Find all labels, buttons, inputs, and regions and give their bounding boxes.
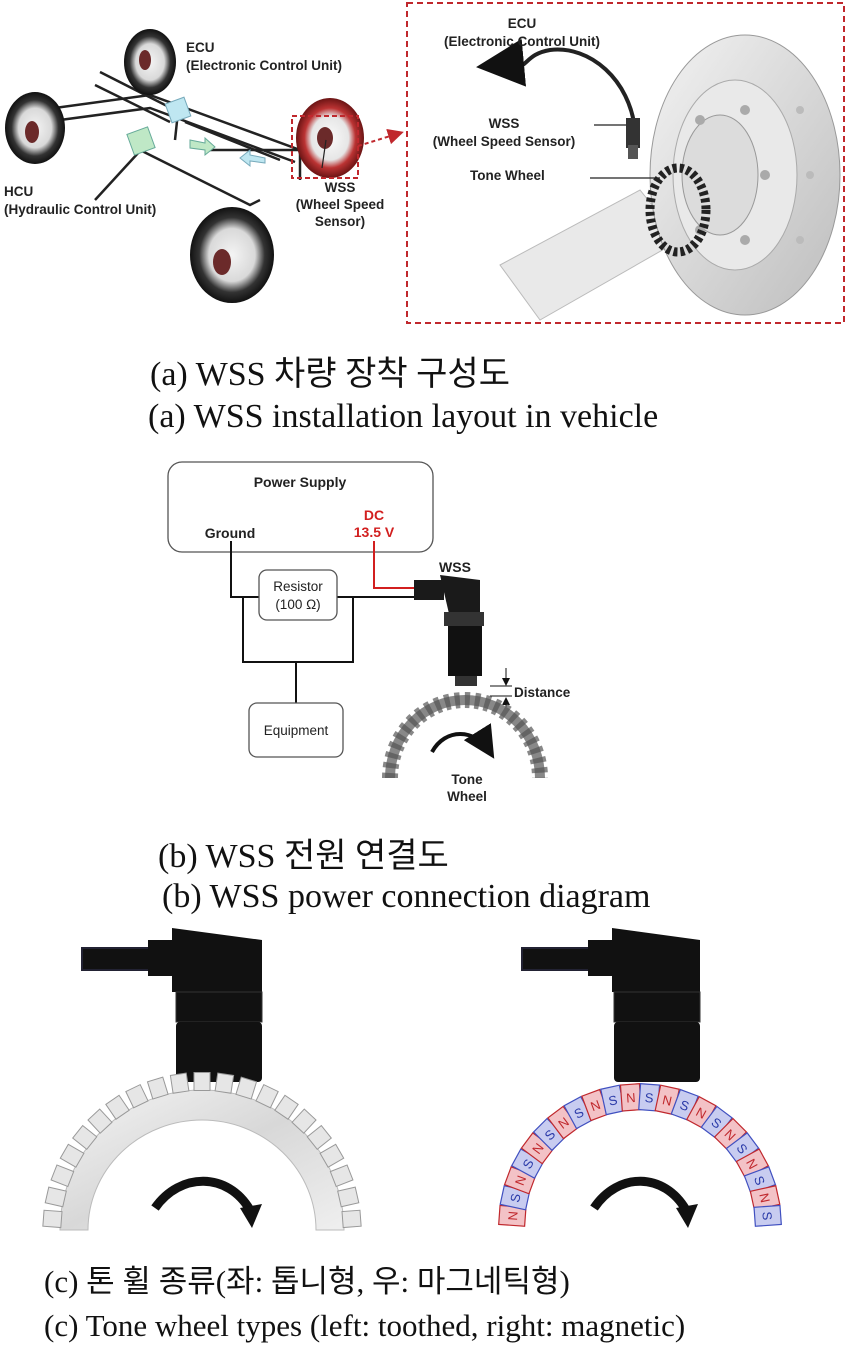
wss-sensor-icon — [414, 575, 484, 686]
wheel-tooth — [42, 1209, 63, 1229]
power-connection-diagram — [167, 461, 548, 779]
magnet-pole-label: S — [607, 1092, 619, 1109]
wheel-tooth — [274, 1094, 299, 1120]
wss-zoom-view — [406, 2, 845, 324]
sensor-cable-right — [521, 947, 593, 971]
magnet-pole: N — [619, 1083, 642, 1112]
caption-a-korean: (a) WSS 차량 장착 구성도 — [150, 356, 510, 393]
wheel-front-right — [296, 98, 364, 178]
magnet-pole-label: S — [759, 1211, 775, 1221]
magnet-pole-label: N — [505, 1211, 521, 1221]
power-supply-box — [167, 461, 434, 553]
ground-wire — [230, 541, 259, 598]
wheel-tooth — [255, 1083, 279, 1109]
caption-a-english: (a) WSS installation layout in vehicle — [148, 398, 659, 435]
toothed-wheel-teeth — [42, 1072, 362, 1229]
wheel-tooth — [44, 1186, 67, 1208]
wheel-tooth — [329, 1164, 354, 1188]
ecu-label: ECU(Electronic Control Unit) — [186, 40, 342, 73]
magnet-pole-label: N — [626, 1090, 636, 1106]
magnet-pole-label: N — [661, 1092, 673, 1109]
wheel-tooth — [50, 1164, 75, 1188]
caption-c-english: (c) Tone wheel types (left: toothed, rig… — [44, 1308, 686, 1343]
wheel-rear-left — [5, 92, 65, 164]
wheel-tooth — [291, 1108, 317, 1134]
wheel-front-left — [124, 29, 176, 95]
caption-c-korean: (c) 톤 휠 종류(좌: 톱니형, 우: 마그네틱형) — [44, 1264, 570, 1299]
wheel-tooth — [341, 1209, 362, 1229]
equipment-box — [248, 702, 344, 758]
vehicle-layout-diagram — [5, 29, 404, 303]
dc-wire — [373, 541, 425, 589]
flow-arrow-green — [189, 136, 216, 157]
wss-sensor-body — [626, 118, 640, 148]
wheel-tooth — [146, 1076, 169, 1100]
distance-label: Distance — [514, 685, 571, 700]
rotation-arrow-left — [151, 1176, 254, 1213]
magnet-pole-label: S — [644, 1090, 654, 1106]
magnet-pole: S — [638, 1083, 661, 1112]
power-supply-label: Power Supply — [254, 474, 347, 490]
wss-label: WSS — [439, 559, 471, 575]
wheel-tooth — [193, 1072, 211, 1091]
magnet-pole: N — [498, 1204, 527, 1227]
ground-label: Ground — [205, 525, 256, 541]
panel-a-labels: ECU(Electronic Control Unit) HCU(Hydraul… — [4, 40, 384, 229]
wss-highlight-box — [291, 115, 359, 179]
magnet-pole: S — [563, 1095, 595, 1130]
equipment-label: Equipment — [264, 723, 329, 738]
toothed-wheel-body — [59, 1089, 345, 1231]
caption-b-english: (b) WSS power connection diagram — [162, 878, 651, 915]
tone-wheel-zoom-label: Tone Wheel — [470, 168, 545, 183]
wheel-tooth — [235, 1076, 258, 1100]
wheel-tooth — [214, 1072, 235, 1094]
magnet-pole: N — [735, 1148, 770, 1180]
wheel-tooth — [59, 1143, 85, 1168]
resistor-box — [258, 569, 338, 621]
wss-zoom-label: WSS(Wheel Speed Sensor) — [433, 116, 576, 149]
magnet-pole-label: N — [756, 1192, 773, 1204]
sensor-cable-left — [81, 947, 155, 971]
wheel-tooth — [319, 1143, 345, 1168]
wheel-tooth — [169, 1072, 190, 1094]
hcu-label: HCU(Hydraulic Control Unit) — [4, 184, 156, 217]
caption-b-korean: (b) WSS 전원 연결도 — [158, 838, 449, 875]
rotation-arrow-right — [590, 1176, 690, 1213]
brake-lines — [39, 70, 302, 207]
magnet-pole: N — [749, 1185, 781, 1211]
wheel-tooth — [337, 1186, 360, 1208]
ecu-zoom-label: ECU(Electronic Control Unit) — [444, 16, 600, 49]
magnet-pole: S — [700, 1105, 733, 1140]
flow-arrow-blue — [239, 148, 266, 168]
wheel-tooth — [87, 1108, 113, 1134]
tone-wheel-ring — [645, 163, 711, 257]
magnet-pole: N — [685, 1095, 717, 1130]
wheel-tooth — [306, 1124, 333, 1150]
wheel-tooth — [71, 1124, 98, 1150]
equipment-loop — [242, 597, 354, 663]
magnet-pole: S — [753, 1204, 782, 1227]
hcu-block — [126, 126, 156, 156]
magnet-pole: N — [713, 1117, 748, 1152]
magnet-pole-label: S — [507, 1192, 524, 1204]
wheel-tooth — [125, 1083, 149, 1109]
rotation-arrow — [430, 723, 495, 759]
toothed-tone-wheel — [42, 928, 362, 1231]
resistor-label: Resistor(100 Ω) — [273, 579, 323, 612]
zoom-connector — [357, 128, 404, 147]
zoom-labels: ECU(Electronic Control Unit) WSS(Wheel S… — [433, 16, 600, 183]
wheel-tooth — [105, 1094, 130, 1120]
wheel-rear-right — [190, 207, 274, 303]
ecu-block — [164, 96, 192, 124]
